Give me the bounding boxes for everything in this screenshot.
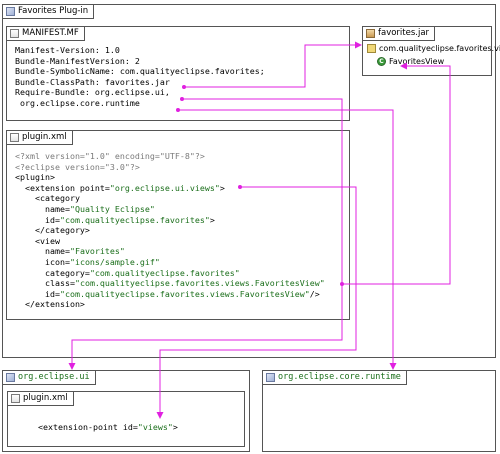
org-eclipse-ui-tab: org.eclipse.ui [2, 370, 96, 385]
manifest-line: Bundle-ClassPath: favorites.jar [15, 76, 170, 87]
favorites-jar-tab: favorites.jar [362, 26, 436, 41]
view-id-end: /> [309, 288, 320, 299]
file-icon [10, 133, 19, 142]
category-id-attr: id= [15, 214, 60, 225]
class-name: FavoritesView [389, 57, 445, 66]
manifest-box: MANIFEST.MF Manifest-Version: 1.0 Bundle… [6, 26, 350, 121]
org-eclipse-ui-box: org.eclipse.ui plugin.xml <extension-poi… [2, 370, 250, 452]
package-item: com.qualityeclipse.favorites.views [367, 44, 500, 53]
ui-plugin-xml-title: plugin.xml [23, 393, 68, 403]
extension-point-suffix: > [172, 422, 178, 432]
extension-close-tag: </extension> [15, 299, 85, 310]
org-eclipse-core-runtime-title: org.eclipse.core.runtime [278, 372, 401, 382]
jar-icon [366, 29, 375, 38]
manifest-content: Manifest-Version: 1.0 Bundle-ManifestVer… [15, 45, 265, 109]
category-close-tag: </category> [15, 225, 90, 236]
eclipse-declaration: <?eclipse version="3.0"?> [15, 161, 140, 172]
package-name: com.qualityeclipse.favorites.views [379, 44, 500, 53]
manifest-line: org.eclipse.core.runtime [15, 97, 140, 108]
favorites-plugin-title: Favorites Plug-in [18, 6, 89, 16]
manifest-line: Bundle-ManifestVersion: 2 [15, 55, 140, 66]
extension-point-value: "org.eclipse.ui.views" [109, 182, 220, 193]
manifest-line: Bundle-SymbolicName: com.qualityeclipse.… [15, 66, 265, 77]
extension-tag-suffix: > [219, 182, 225, 193]
extension-point-id: "views" [137, 422, 173, 432]
category-name-attr: name= [15, 203, 70, 214]
package-icon [367, 44, 376, 53]
manifest-line: Require-Bundle: org.eclipse.ui, [15, 87, 170, 98]
class-icon: C [377, 57, 386, 66]
view-name-attr: name= [15, 246, 70, 257]
category-id-end: > [209, 214, 215, 225]
plugin-open-tag: <plugin> [15, 172, 55, 183]
plugin-icon [6, 7, 15, 16]
org-eclipse-core-runtime-tab: org.eclipse.core.runtime [262, 370, 407, 385]
manifest-title: MANIFEST.MF [22, 28, 79, 38]
xml-declaration: <?xml version="1.0" encoding="UTF-8"?> [15, 151, 205, 161]
plugin-xml-content: <?xml version="1.0" encoding="UTF-8"?> <… [15, 151, 325, 310]
view-category-attr: category= [15, 267, 90, 278]
category-name-value: "Quality Eclipse" [69, 203, 155, 214]
org-eclipse-ui-title: org.eclipse.ui [18, 372, 90, 382]
plugin-icon [266, 373, 275, 382]
view-icon-attr: icon= [15, 256, 70, 267]
category-open-tag: <category [15, 193, 80, 204]
plugin-icon [6, 373, 15, 382]
manifest-line: Manifest-Version: 1.0 [15, 45, 120, 55]
ui-plugin-xml-content: <extension-point id="views"> [38, 422, 178, 433]
ui-plugin-xml-box: plugin.xml <extension-point id="views"> [7, 391, 245, 447]
view-name-value: "Favorites" [69, 246, 125, 257]
favorites-jar-title: favorites.jar [378, 28, 430, 38]
manifest-tab: MANIFEST.MF [6, 26, 85, 41]
view-id-attr: id= [15, 288, 60, 299]
class-item: C FavoritesView [377, 57, 444, 66]
file-icon [11, 394, 20, 403]
plugin-xml-tab: plugin.xml [6, 130, 73, 145]
category-id-value: "com.qualityeclipse.favorites" [59, 214, 210, 225]
favorites-plugin-tab: Favorites Plug-in [2, 4, 95, 19]
view-open-tag: <view [15, 235, 60, 246]
ui-plugin-xml-tab: plugin.xml [7, 391, 74, 406]
extension-tag-prefix: <extension point= [15, 182, 110, 193]
view-icon-value: "icons/sample.gif" [69, 256, 160, 267]
extension-point-prefix: <extension-point id= [38, 422, 138, 432]
file-icon [10, 29, 19, 38]
view-class-value: "com.qualityeclipse.favorites.views.Favo… [74, 278, 325, 289]
plugin-xml-box: plugin.xml <?xml version="1.0" encoding=… [6, 130, 350, 320]
org-eclipse-core-runtime-box: org.eclipse.core.runtime [262, 370, 496, 452]
view-id-value: "com.qualityeclipse.favorites.views.Favo… [59, 288, 310, 299]
favorites-jar-box: favorites.jar com.qualityeclipse.favorit… [362, 26, 500, 76]
view-class-attr: class= [15, 278, 75, 289]
view-category-value: "com.qualityeclipse.favorites" [89, 267, 240, 278]
plugin-xml-title: plugin.xml [22, 132, 67, 142]
